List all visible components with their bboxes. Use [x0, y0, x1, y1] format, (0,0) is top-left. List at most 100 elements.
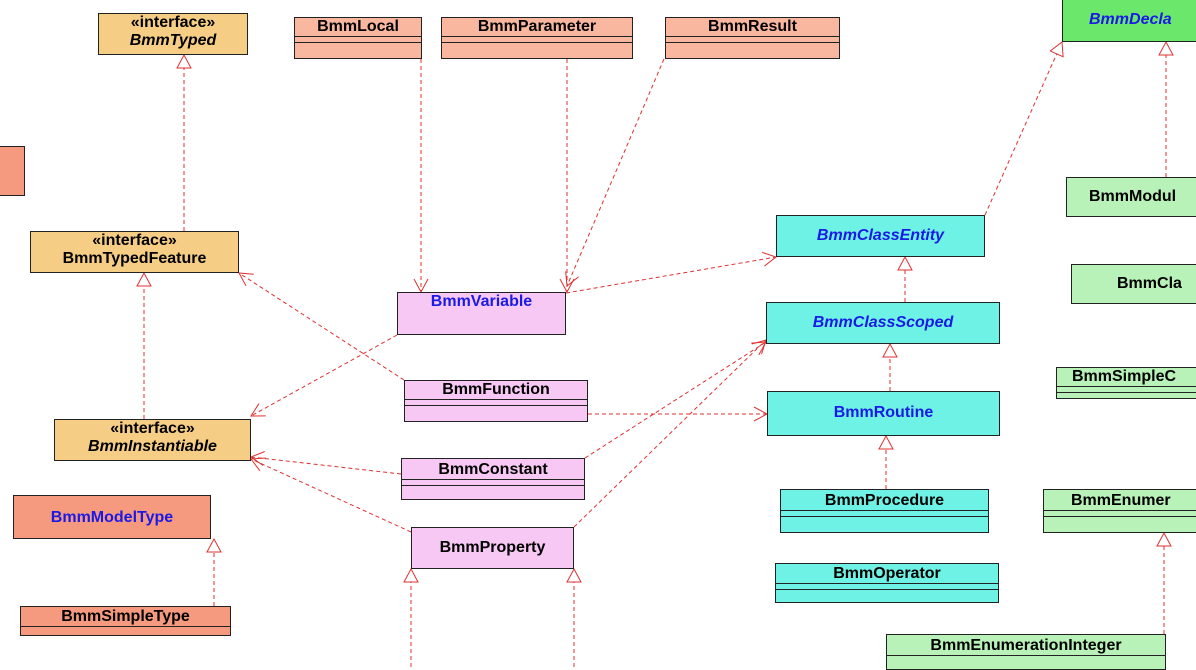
- attributes-section: [1057, 386, 1196, 392]
- operations-section: [442, 42, 632, 48]
- class-bmm-routine[interactable]: BmmRoutine: [767, 391, 1000, 436]
- class-stereotype: «interface»: [92, 232, 177, 249]
- class-bmm-module[interactable]: BmmModul: [1066, 177, 1196, 217]
- edge-function-to-typed-feature: [238, 272, 405, 381]
- edge-class-entity-to-declaration-arrowhead: [1049, 41, 1064, 58]
- class-bmm-constant[interactable]: BmmConstant: [401, 458, 585, 500]
- edge-property-to-class-scoped-arrowhead: [751, 339, 767, 355]
- operations-section: [1044, 516, 1196, 522]
- edge-constant-to-class-scoped-arrowhead: [751, 341, 767, 356]
- edge-constant-to-instantiable-arrowhead: [249, 451, 265, 466]
- class-name: BmmTyped: [129, 32, 217, 49]
- class-bmm-result[interactable]: BmmResult: [665, 17, 840, 59]
- class-bmm-procedure[interactable]: BmmProcedure: [780, 489, 989, 533]
- operations-section: [405, 405, 587, 411]
- class-bmm-instantiable[interactable]: «interface»BmmInstantiable: [54, 419, 251, 461]
- class-bmm-class-scoped[interactable]: BmmClassScoped: [766, 302, 1000, 344]
- class-name: BmmResult: [708, 18, 797, 35]
- class-name: BmmSimpleC: [1072, 368, 1177, 385]
- class-name: BmmOperator: [833, 565, 941, 582]
- edge-variable-to-instantiable: [250, 334, 398, 417]
- class-name: BmmFunction: [442, 381, 550, 398]
- edge-procedure-to-routine-arrowhead: [878, 434, 894, 450]
- attributes-section: [21, 626, 230, 632]
- operations-section: [666, 42, 839, 48]
- class-fragment-left-edge: [0, 146, 25, 196]
- class-bmm-class-entity[interactable]: BmmClassEntity: [776, 215, 985, 257]
- class-bmm-declaration[interactable]: BmmDecla: [1062, 0, 1196, 42]
- edge-parameter-to-variable-arrowhead: [559, 278, 575, 294]
- class-name: BmmConstant: [438, 461, 548, 478]
- class-bmm-typed-feature[interactable]: «interface»BmmTypedFeature: [30, 231, 239, 273]
- edge-result-to-variable: [566, 58, 665, 287]
- attributes-section: [887, 655, 1165, 661]
- edge-property-down-right-arrowhead: [566, 567, 582, 583]
- edge-typed-feature-to-typed-arrowhead: [176, 53, 192, 69]
- edge-property-to-instantiable: [250, 458, 412, 533]
- class-bmm-typed[interactable]: «interface»BmmTyped: [98, 13, 248, 55]
- edge-module-to-declaration-arrowhead: [1158, 40, 1174, 56]
- edge-function-to-routine-arrowhead: [753, 406, 769, 422]
- edge-function-to-typed-feature-arrowhead: [238, 272, 254, 287]
- class-name: BmmProcedure: [824, 492, 945, 509]
- class-name: BmmProperty: [439, 539, 546, 556]
- edge-enumeration-integer-to-enumeration-arrowhead: [1156, 531, 1172, 547]
- attributes-section: [666, 36, 839, 42]
- edge-variable-to-instantiable-arrowhead: [250, 403, 266, 417]
- edge-class-entity-to-declaration: [984, 41, 1063, 216]
- operations-section: [1057, 392, 1196, 398]
- class-name: BmmModelType: [50, 509, 174, 526]
- class-name: BmmClassScoped: [812, 314, 954, 331]
- class-name: BmmLocal: [317, 18, 399, 35]
- edge-simple-type-to-model-type-arrowhead: [206, 537, 222, 553]
- class-stereotype: «interface»: [110, 420, 195, 437]
- edge-instantiable-to-typed-feature-arrowhead: [136, 271, 152, 287]
- class-name: BmmCla: [1117, 275, 1182, 292]
- class-bmm-enumeration[interactable]: BmmEnumer: [1043, 489, 1196, 533]
- class-name: BmmRoutine: [833, 404, 934, 421]
- edge-class-scoped-to-class-entity-arrowhead: [897, 255, 913, 271]
- class-name: BmmDecla: [1089, 11, 1172, 28]
- class-bmm-simple-type[interactable]: BmmSimpleType: [20, 606, 231, 636]
- edge-property-to-class-scoped: [573, 339, 767, 528]
- class-bmm-model-type[interactable]: BmmModelType: [13, 495, 211, 539]
- edge-constant-to-instantiable: [250, 456, 402, 475]
- attributes-section: [442, 36, 632, 42]
- edge-property-down-left-arrowhead: [403, 567, 419, 583]
- edge-variable-to-class-entity-arrowhead: [761, 251, 778, 267]
- operations-section: [295, 42, 421, 48]
- class-bmm-class[interactable]: BmmCla: [1071, 264, 1196, 304]
- class-name: BmmInstantiable: [88, 438, 217, 455]
- class-name: BmmClassEntity: [816, 227, 945, 244]
- class-name: BmmParameter: [477, 18, 597, 35]
- attributes-section: [295, 36, 421, 42]
- class-name: BmmTypedFeature: [62, 250, 207, 267]
- attributes-section: [781, 510, 988, 516]
- class-name: BmmModul: [1089, 188, 1177, 205]
- attributes-section: [405, 399, 587, 405]
- class-stereotype: «interface»: [130, 14, 216, 31]
- edge-result-to-variable-arrowhead: [565, 271, 579, 287]
- operations-section: [402, 485, 584, 491]
- class-bmm-enumeration-integer[interactable]: BmmEnumerationInteger: [886, 634, 1166, 670]
- attributes-section: [776, 583, 998, 589]
- edge-property-to-instantiable-arrowhead: [250, 457, 266, 472]
- class-name: BmmSimpleType: [61, 608, 190, 625]
- class-bmm-function[interactable]: BmmFunction: [404, 380, 588, 422]
- class-bmm-property[interactable]: BmmProperty: [411, 527, 574, 569]
- operations-section: [776, 589, 998, 595]
- edge-routine-to-class-scoped-arrowhead: [882, 342, 898, 358]
- class-name: BmmEnumer: [1071, 492, 1171, 509]
- class-bmm-variable[interactable]: BmmVariable: [397, 292, 566, 335]
- class-bmm-operator[interactable]: BmmOperator: [775, 563, 999, 603]
- edge-constant-to-class-scoped: [584, 341, 767, 459]
- attributes-section: [1044, 510, 1196, 516]
- class-bmm-parameter[interactable]: BmmParameter: [441, 17, 633, 59]
- class-name: BmmEnumerationInteger: [930, 637, 1122, 654]
- class-bmm-local[interactable]: BmmLocal: [294, 17, 422, 59]
- class-bmm-simple-class[interactable]: BmmSimpleC: [1056, 367, 1196, 399]
- operations-section: [781, 516, 988, 522]
- edge-variable-to-class-entity: [565, 256, 777, 294]
- class-name: BmmVariable: [430, 293, 533, 310]
